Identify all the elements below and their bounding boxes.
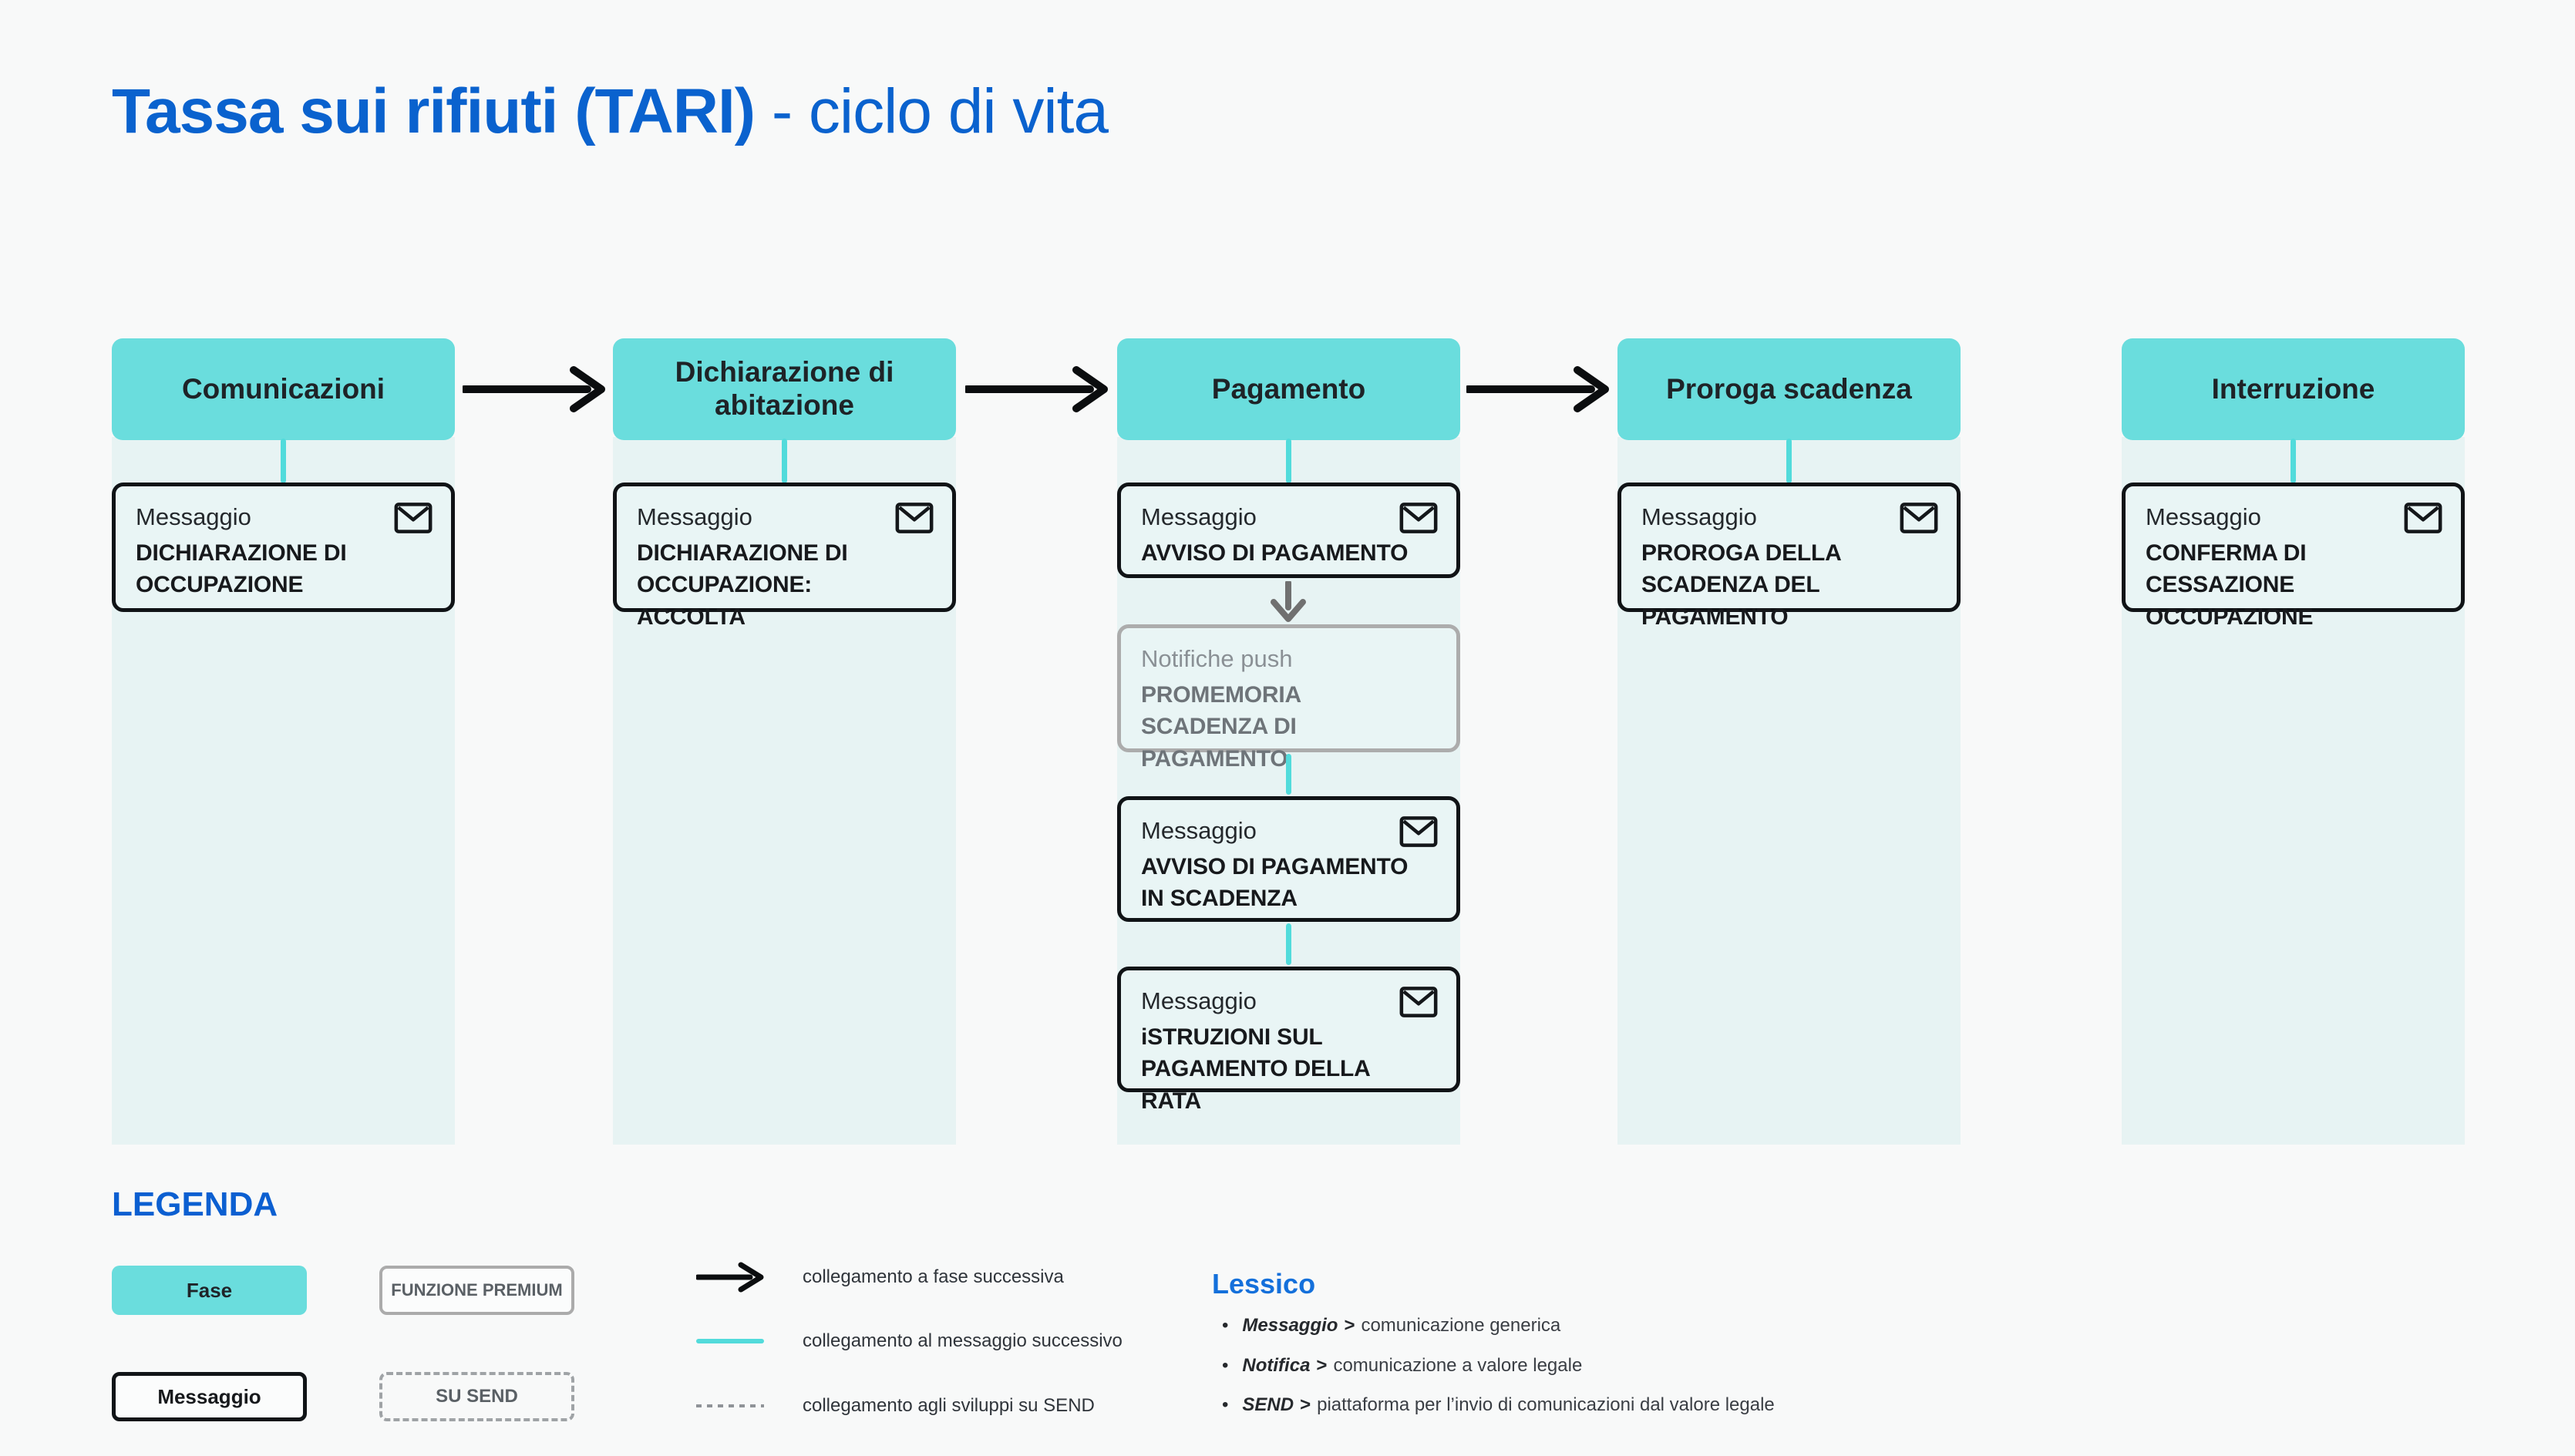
phase-column-dichiarazione: Dichiarazione di abitazione Messaggio DI… — [613, 338, 956, 1145]
phase-arrow-icon — [965, 366, 1108, 412]
lexicon-term: SEND — [1242, 1394, 1294, 1415]
phase-arrow-sample-icon — [696, 1259, 773, 1295]
legend-connector-arrow-row: collegamento a fase successiva — [696, 1259, 1064, 1295]
legend-connector-label: collegamento a fase successiva — [803, 1266, 1064, 1287]
lexicon-heading: Lessico — [1212, 1268, 1316, 1300]
phase-column-interruzione: Interruzione Messaggio CONFERMA DI CESSA… — [2122, 338, 2465, 1145]
envelope-icon — [1399, 816, 1438, 847]
phase-arrow-icon — [463, 366, 605, 412]
envelope-icon — [1399, 987, 1438, 1017]
message-type-label: Messaggio — [1141, 987, 1257, 1014]
notification-title: PROMEMORIA SCADENZA DI PAGAMENTO — [1141, 682, 1301, 772]
lexicon-item: • SEND > piattaforma per l’invio di comunic… — [1222, 1394, 1775, 1416]
message-card: Messaggio DICHIARAZIONE DI OCCUPAZIONE — [112, 483, 455, 612]
legend-heading: LEGENDA — [112, 1185, 278, 1223]
lexicon-separator: > — [1344, 1315, 1355, 1336]
send-development-arrow-icon — [1271, 581, 1306, 622]
message-connector-line — [1286, 923, 1291, 965]
legend-connector-dotted-row: collegamento agli sviluppi su SEND — [696, 1395, 1095, 1417]
message-card: Messaggio CONFERMA DI CESSAZIONE OCCUPAZ… — [2122, 483, 2465, 630]
message-connector-line — [1286, 754, 1291, 795]
legend-connector-label: collegamento agli sviluppi su SEND — [803, 1395, 1095, 1416]
message-title: CONFERMA DI CESSAZIONE OCCUPAZIONE — [2146, 540, 2314, 630]
legend-premium-swatch: FUNZIONE PREMIUM — [379, 1266, 574, 1315]
message-card: Messaggio AVVISO DI PAGAMENTO — [1117, 483, 1460, 578]
notification-type-label: Notifiche push — [1141, 645, 1293, 672]
message-card: Messaggio AVVISO DI PAGAMENTO IN SCADENZ… — [1117, 796, 1460, 922]
message-title: iSTRUZIONI SUL PAGAMENTO DELLA RATA — [1141, 1024, 1370, 1114]
page-title-suffix: - ciclo di vita — [755, 76, 1109, 146]
message-type-label: Messaggio — [637, 503, 752, 530]
lexicon-definition: comunicazione generica — [1361, 1315, 1561, 1336]
message-card: Messaggio PROROGA DELLA SCADENZA DEL PAG… — [1617, 483, 1961, 630]
bullet-icon: • — [1222, 1355, 1229, 1376]
message-title: AVVISO DI PAGAMENTO IN SCADENZA — [1141, 854, 1409, 912]
legend-messaggio-swatch: Messaggio — [112, 1372, 307, 1421]
lexicon-definition: piattaforma per l’invio di comunicazioni… — [1317, 1394, 1775, 1415]
message-card: Messaggio DICHIARAZIONE DI OCCUPAZIONE: … — [613, 483, 956, 630]
bullet-icon: • — [1222, 1315, 1229, 1336]
lexicon-definition: comunicazione a valore legale — [1333, 1355, 1583, 1376]
legend-connector-teal-row: collegamento al messaggio successivo — [696, 1330, 1123, 1352]
message-type-label: Messaggio — [1141, 503, 1257, 530]
phase-column-proroga: Proroga scadenza Messaggio PROROGA DELLA… — [1617, 338, 1961, 1145]
push-notification-card-premium: Notifiche push PROMEMORIA SCADENZA DI PA… — [1117, 624, 1460, 772]
bullet-icon: • — [1222, 1394, 1229, 1415]
legend-fase-swatch: Fase — [112, 1266, 307, 1315]
envelope-icon — [394, 503, 433, 533]
message-type-label: Messaggio — [1641, 503, 1757, 530]
envelope-icon — [895, 503, 934, 533]
phase-header-comunicazioni: Comunicazioni — [112, 338, 455, 440]
envelope-icon — [2404, 503, 2442, 533]
message-type-label: Messaggio — [1141, 817, 1257, 844]
message-connector-line — [1786, 439, 1792, 483]
page-title-main: Tassa sui rifiuti (TARI) — [112, 76, 756, 146]
envelope-icon — [1900, 503, 1938, 533]
legend-connector-label: collegamento al messaggio successivo — [803, 1330, 1123, 1351]
phase-arrow-icon — [1466, 366, 1609, 412]
lexicon-term: Notifica — [1242, 1355, 1311, 1376]
teal-line-sample — [696, 1339, 773, 1343]
page-title: Tassa sui rifiuti (TARI) - ciclo di vita — [112, 76, 1109, 148]
dotted-line-sample — [696, 1404, 773, 1407]
lexicon-term: Messaggio — [1242, 1315, 1338, 1336]
message-connector-line — [782, 439, 787, 483]
phase-column-comunicazioni: Comunicazioni Messaggio DICHIARAZIONE DI… — [112, 338, 455, 1145]
message-title: DICHIARAZIONE DI OCCUPAZIONE — [136, 540, 347, 598]
phase-header-proroga: Proroga scadenza — [1617, 338, 1961, 440]
envelope-icon — [1399, 503, 1438, 533]
legend-su-send-swatch: SU SEND — [379, 1372, 574, 1421]
phase-header-dichiarazione: Dichiarazione di abitazione — [613, 338, 956, 440]
message-type-label: Messaggio — [136, 503, 251, 530]
message-card: Messaggio iSTRUZIONI SUL PAGAMENTO DELLA… — [1117, 967, 1460, 1114]
message-connector-line — [1286, 439, 1291, 483]
message-title: AVVISO DI PAGAMENTO — [1141, 540, 1409, 566]
lexicon-item: • Notifica>comunicazione a valore legale — [1222, 1355, 1582, 1377]
phase-header-pagamento: Pagamento — [1117, 338, 1460, 440]
phase-column-pagamento: Pagamento Messaggio AVVISO DI PAGAMENTO … — [1117, 338, 1460, 1145]
lexicon-item: • Messaggio > comunicazione generica — [1222, 1315, 1560, 1337]
message-connector-line — [2291, 439, 2296, 483]
lexicon-separator: > — [1300, 1394, 1311, 1415]
phase-header-interruzione: Interruzione — [2122, 338, 2465, 440]
lexicon-separator: > — [1316, 1355, 1328, 1376]
message-connector-line — [281, 439, 286, 483]
message-title: DICHIARAZIONE DI OCCUPAZIONE: ACCOLTA — [637, 540, 848, 630]
message-title: PROROGA DELLA SCADENZA DEL PAGAMENTO — [1641, 540, 1841, 630]
message-type-label: Messaggio — [2146, 503, 2261, 530]
